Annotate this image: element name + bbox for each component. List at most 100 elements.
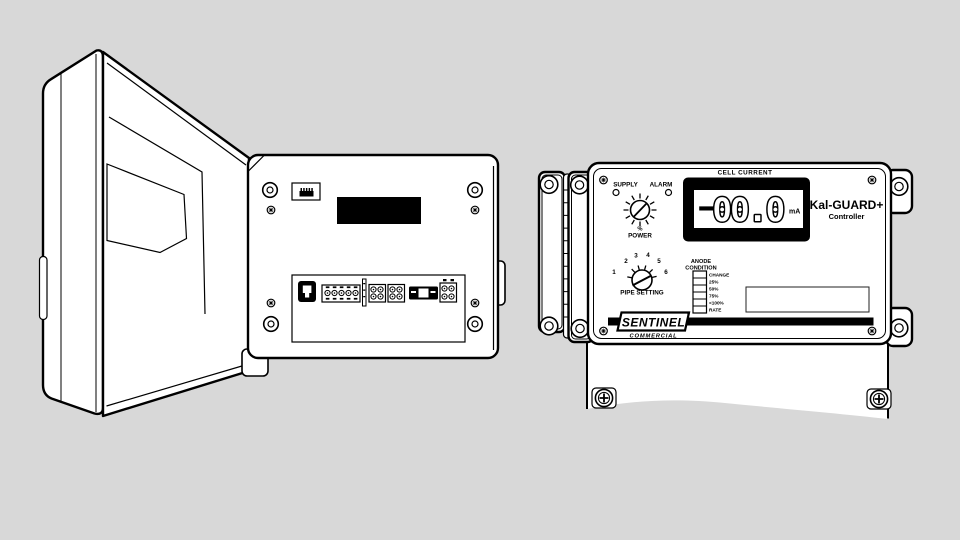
ribbon-connector (291, 182, 321, 201)
standoff-icon (261, 181, 279, 199)
screw-icon (569, 175, 590, 195)
alarm-led (664, 188, 673, 197)
screw-icon (570, 318, 590, 339)
pipe-setting-knob: 1 2 3 4 5 6 PIPE SETTING (612, 252, 668, 297)
mounting-lugs (884, 168, 914, 348)
power-knob: % POWER (623, 193, 657, 240)
screw-icon (266, 205, 276, 215)
lcd-meter: CELL CURRENT − 00.0 mA (683, 170, 810, 242)
product-subtitle: Controller (829, 212, 865, 221)
supply-label: SUPPLY (613, 182, 638, 189)
terminal-block-2x2 (368, 283, 387, 303)
pipe-position-1: 1 (612, 269, 616, 276)
terminal-board (291, 274, 466, 343)
screw-icon (266, 298, 276, 308)
percent-label: % (637, 227, 642, 233)
pipe-position-5: 5 (657, 258, 661, 265)
standoff-icon (466, 315, 484, 333)
hinge-leaf-outer (537, 170, 567, 334)
screw-terminal-icon (331, 289, 338, 297)
screw-terminal-icon (338, 289, 345, 297)
screw-terminal-icon (377, 286, 384, 293)
lcd-window (694, 190, 803, 228)
anode-header-line1: ANODE (691, 259, 711, 265)
screw-terminal-icon (352, 289, 359, 297)
door-side-face (41, 49, 105, 416)
hinge-assembly (537, 170, 595, 344)
screw-terminal-icon (389, 286, 396, 293)
pipe-position-4: 4 (646, 252, 650, 259)
screw-icon (867, 175, 877, 185)
enclosure-door (38, 49, 251, 418)
screw-terminal-icon (441, 293, 448, 300)
plate-surface (587, 328, 888, 419)
phillips-screw-icon (594, 388, 614, 408)
power-knob-ticks (623, 193, 657, 227)
label-strip (362, 278, 367, 307)
enclosure-body (246, 153, 500, 360)
door-panel-recess-lines (106, 62, 248, 407)
screw-terminal-icon (324, 289, 331, 297)
knob-pointer (632, 275, 651, 287)
lcd-value: 00.0 (712, 191, 783, 229)
screw-icon (867, 326, 877, 336)
anode-level-label: RATE (709, 308, 721, 313)
screw-icon (470, 205, 480, 215)
standoff-icon (466, 181, 484, 199)
anode-level-label: 25% (709, 280, 719, 285)
anode-level-label: 75% (709, 294, 719, 299)
screw-terminal-icon (377, 293, 384, 300)
screw-icon (599, 326, 608, 336)
standoff-icon (262, 315, 280, 333)
screw-terminal-icon (396, 286, 403, 293)
anode-header-line2: CONDITION (685, 266, 716, 272)
controller-front-panel: SUPPLY ALARM % POWER CELL CURRENT − 00.0… (586, 161, 893, 346)
brand-name: SENTINEL (622, 316, 685, 330)
mounting-plate (586, 328, 892, 419)
screw-terminal-icon (448, 293, 455, 300)
blank-label-area (745, 286, 870, 313)
anode-level-label: 50% (709, 287, 719, 292)
alarm-label: ALARM (650, 182, 673, 189)
pipe-position-3: 3 (634, 253, 638, 260)
screw-icon (889, 176, 909, 197)
body-edge-lines (247, 155, 495, 350)
door-window-recess (106, 163, 188, 254)
anode-condition-indicator: ANODE CONDITION CHANGE 25% 50% 75% <100%… (685, 259, 729, 314)
brand-bar (608, 317, 874, 326)
anode-level-label: CHANGE (709, 273, 729, 278)
product-name: Kal-GUARD+ (810, 198, 884, 212)
lcd-sign: − (699, 194, 713, 222)
pipe-position-6: 6 (664, 269, 668, 276)
door-side-panel-lines (60, 54, 97, 412)
cell-current-label: CELL CURRENT (718, 170, 773, 177)
screw-terminal-icon (345, 289, 352, 297)
connector-icon (299, 191, 314, 197)
display-cutout (337, 197, 421, 224)
registered-mark: ® (687, 311, 690, 316)
open-enclosure-unit (38, 49, 506, 418)
screw-terminal-icon (441, 285, 448, 292)
terminal-block-2x2 (439, 279, 458, 303)
brand-area: SENTINEL ® COMMERCIAL (608, 311, 874, 340)
screw-icon (539, 316, 559, 336)
controller-unit: SUPPLY ALARM % POWER CELL CURRENT − 00.0… (537, 161, 914, 419)
anode-level-label: <100% (709, 301, 725, 306)
relay-component (409, 286, 438, 300)
phone-jack-socket (298, 281, 316, 302)
knob-slot (633, 202, 648, 218)
sentinel-logo-box (616, 311, 691, 332)
screw-terminal-icon (389, 293, 396, 300)
lcd-unit: mA (789, 209, 800, 216)
screw-terminal-icon (370, 286, 377, 293)
phillips-screw-icon (869, 389, 889, 409)
screw-icon (470, 298, 480, 308)
screw-icon (539, 174, 559, 195)
pipe-setting-label: PIPE SETTING (620, 290, 663, 297)
pipe-position-2: 2 (624, 258, 628, 265)
screw-icon (599, 175, 608, 185)
screw-terminal-icon (396, 293, 403, 300)
screw-terminal-icon (448, 285, 455, 292)
